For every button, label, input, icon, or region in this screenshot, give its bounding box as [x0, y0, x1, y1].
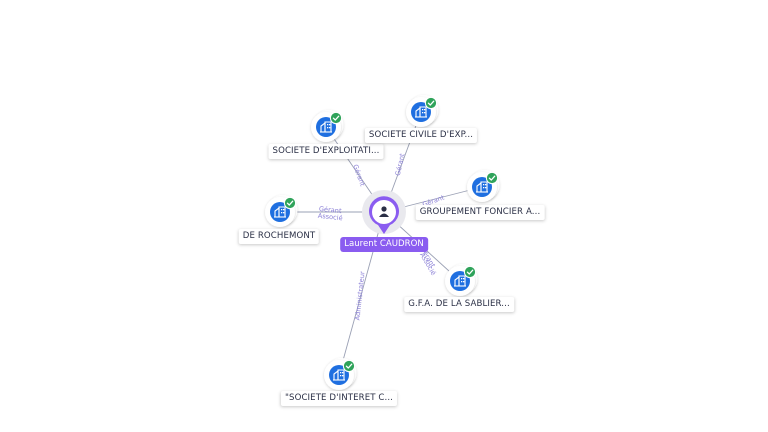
edge-label-exploitation-0: Gérant — [351, 163, 366, 187]
company-node-gfa[interactable] — [445, 264, 478, 296]
check-icon — [463, 265, 477, 279]
company-label-exploitation[interactable]: SOCIETE D'EXPLOITATI... — [268, 144, 384, 159]
building-icon-glyph — [476, 181, 488, 193]
check-icon — [329, 111, 343, 125]
company-label-gfa[interactable]: G.F.A. DE LA SABLIER... — [404, 297, 514, 312]
company-label-interet[interactable]: "SOCIETE D'INTERET C... — [280, 391, 398, 406]
center-node-inner — [372, 200, 396, 224]
building-icon-glyph — [454, 275, 466, 287]
building-icon-glyph — [274, 206, 286, 218]
company-label-civile[interactable]: SOCIETE CIVILE D'EXP... — [364, 128, 478, 143]
edge-label-interet-0: Administrateur — [353, 271, 366, 321]
check-icon — [485, 171, 499, 185]
company-node-exploitation[interactable] — [311, 110, 344, 142]
building-icon-glyph — [320, 121, 332, 133]
company-node-rochemont[interactable] — [265, 195, 298, 227]
edge-label-rochemont-1: Associé — [317, 212, 343, 223]
company-node-groupement[interactable] — [467, 170, 500, 202]
building-icon-glyph — [333, 369, 345, 381]
company-label-rochemont[interactable]: DE ROCHEMONT — [238, 229, 320, 244]
edge-label-rochemont-0: Gérant — [319, 205, 343, 215]
check-icon — [283, 196, 297, 210]
person-icon — [379, 206, 389, 217]
check-icon — [342, 359, 356, 373]
nodes — [265, 95, 500, 390]
company-label-groupement[interactable]: GROUPEMENT FONCIER A... — [415, 205, 545, 220]
building-icon-glyph — [415, 106, 427, 118]
center-node[interactable] — [362, 190, 406, 234]
company-node-interet[interactable] — [324, 358, 357, 390]
check-icon — [424, 96, 438, 110]
company-node-civile[interactable] — [406, 95, 439, 127]
center-person-label[interactable]: Laurent CAUDRON — [340, 237, 428, 252]
edge-label-civile-0: Gérant — [394, 152, 407, 176]
